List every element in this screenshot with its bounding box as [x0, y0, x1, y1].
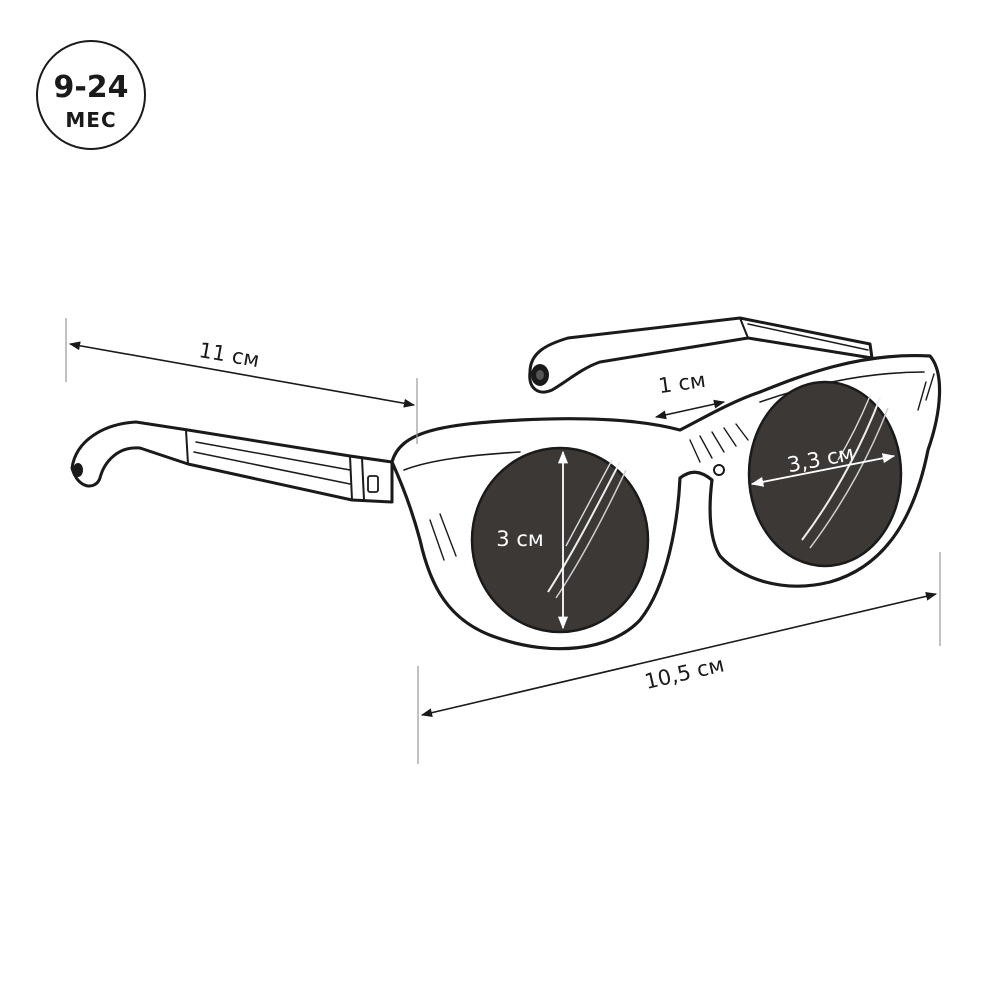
bridge-width-dimension: 1 см: [654, 368, 726, 420]
right-lens: [747, 380, 903, 568]
lens-height-label: 3 см: [496, 527, 543, 551]
bridge-width-label: 1 см: [657, 368, 707, 398]
age-unit-text: МЕС: [65, 108, 116, 132]
far-temple-arm: [528, 316, 874, 394]
near-temple-arm: [70, 420, 394, 504]
age-range-text: 9-24: [53, 70, 128, 105]
temple-length-label: 11 см: [197, 338, 261, 372]
frame-width-label: 10,5 см: [642, 652, 726, 694]
age-badge: 9-24 МЕС: [36, 40, 146, 150]
